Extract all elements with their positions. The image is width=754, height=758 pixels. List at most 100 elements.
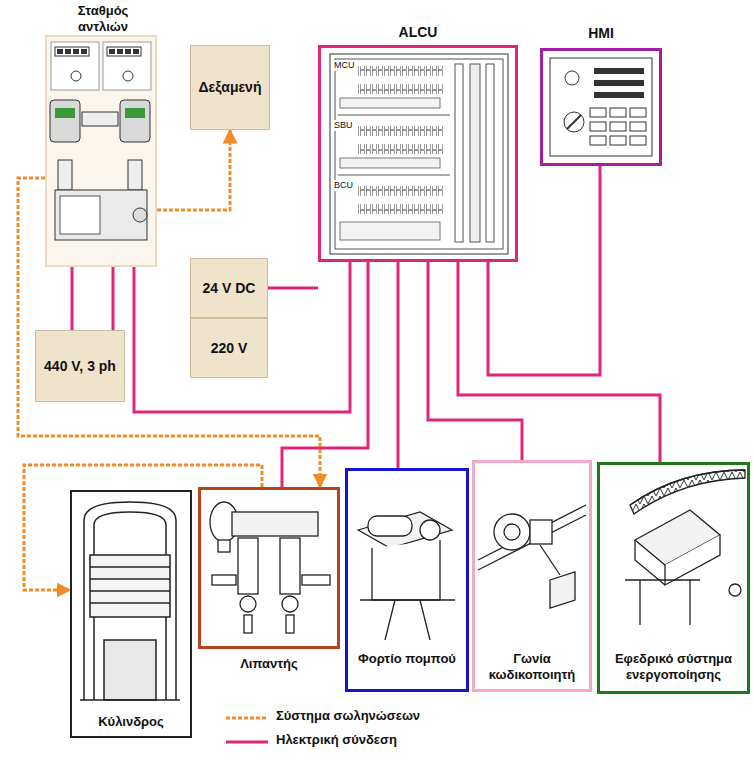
lubricator-drawing [218, 540, 230, 552]
pipe-connector [24, 465, 262, 590]
backup-actuation-drawing [625, 580, 700, 625]
pump-station-drawing [60, 196, 100, 234]
backup-actuation-drawing [635, 540, 665, 585]
electric-connector [458, 262, 660, 462]
encoder-drawing [478, 505, 586, 608]
legend-text: Σύστημα σωληνώσεων [276, 708, 420, 723]
electric-connector [134, 262, 350, 412]
hmi-panel-drawing [630, 108, 646, 117]
node-label: 220 V [195, 340, 263, 357]
power-supply-box: 440 V, 3 ph [35, 330, 125, 402]
encoder-drawing [530, 520, 552, 544]
hmi-panel-drawing [550, 58, 652, 156]
alcu-cabinet-drawing [455, 64, 463, 242]
pump-station-drawing [55, 47, 89, 56]
legend-samples [226, 741, 268, 744]
transmitter-box: Φορτίο πομπού [345, 468, 469, 692]
pump-station-drawing [57, 49, 139, 54]
pump-station-drawing [51, 42, 99, 90]
pump-station-drawing [125, 108, 145, 118]
backup-actuation-drawing [630, 470, 745, 514]
alcu-cabinet-drawing [338, 175, 450, 176]
pump-station-drawing [71, 71, 81, 81]
pump-station-drawing [82, 112, 118, 126]
electric-connector [488, 166, 600, 375]
encoder-drawing [478, 505, 586, 560]
cylinder-drawing [80, 502, 180, 700]
electric-connector [268, 287, 318, 290]
electric-connector [112, 267, 115, 330]
pump-station-drawing [120, 100, 150, 142]
hmi-panel-drawing [550, 58, 652, 156]
pump-station-drawing [133, 49, 139, 54]
lubricator-drawing [282, 596, 298, 612]
hmi-panel-drawing [564, 112, 584, 132]
pipe-connector [157, 130, 230, 210]
alcu-cabinet-drawing [486, 64, 494, 242]
legend-samples [226, 718, 268, 742]
alcu-cabinet-drawing [358, 204, 444, 214]
legend-text: Ηλεκτρική σύνδεση [276, 732, 397, 747]
hmi-panel-drawing [610, 108, 626, 117]
control-unit-box: ALCUMCUSBUBCU [318, 45, 518, 262]
pump-station-drawing [133, 208, 147, 222]
node-heading: Σταθμός αντλιών [63, 3, 143, 34]
alcu-cabinet-drawing [470, 64, 480, 242]
transmitter-drawing [372, 540, 440, 600]
pump-station-drawing [65, 49, 71, 54]
node-label: 440 V, 3 ph [40, 358, 120, 375]
electric-connector [71, 267, 74, 330]
hmi-panel-drawing [594, 92, 644, 98]
backup-actuation-drawing [729, 584, 741, 596]
legend-samples [226, 717, 268, 720]
electric-connector [282, 262, 368, 487]
hmi-panel-drawing [630, 136, 646, 145]
transmitter-drawing [360, 599, 455, 600]
cylinder-drawing [84, 502, 176, 700]
tank-box: Δεξαμενή [190, 45, 270, 130]
alcu-cabinet-drawing [335, 59, 503, 249]
cylinder-drawing [90, 578, 170, 580]
node-label: Φορτίο πομπού [358, 651, 456, 667]
electric-connector [397, 262, 400, 468]
pipe-connector [18, 178, 320, 487]
pump-station-drawing [73, 49, 79, 54]
transmitter-drawing [368, 516, 412, 536]
encoder-drawing [504, 524, 520, 540]
lubricator-drawing [210, 502, 330, 633]
lubricator-drawing [240, 596, 256, 612]
power-supply-box: 220 V [190, 318, 268, 378]
pump-station-drawing [123, 71, 133, 81]
alcu-cabinet-drawing [338, 115, 450, 116]
part-label: BCU [332, 180, 355, 191]
lubricator-drawing [280, 538, 300, 594]
hmi-box: HMI [540, 48, 662, 166]
backup-actuation-drawing [630, 470, 745, 505]
pump-station-drawing [103, 42, 151, 90]
encoder-drawing [494, 514, 530, 550]
node-heading: HMI [576, 25, 626, 42]
alcu-cabinet-drawing [358, 126, 444, 136]
alcu-cabinet-drawing [330, 54, 508, 254]
alcu-cabinet-drawing [340, 98, 440, 108]
hmi-panel-drawing [610, 136, 626, 145]
transmitter-drawing [358, 512, 455, 640]
part-label: SBU [332, 120, 355, 131]
pump-station-drawing [128, 160, 142, 190]
encoder-drawing [550, 572, 575, 608]
alcu-cabinet-drawing [340, 158, 440, 168]
hmi-panel-drawing [594, 80, 644, 86]
hmi-panel-drawing [567, 115, 581, 129]
cylinder-drawing [90, 555, 170, 617]
lubricator-box: Λιπαντής [198, 487, 340, 649]
pump-station-drawing [58, 160, 72, 190]
pump-station-drawing [50, 100, 80, 142]
electric-connector [428, 262, 522, 460]
node-label: Δεξαμενή [195, 79, 265, 96]
backup-actuation-drawing [665, 535, 720, 585]
node-label: Γωνία κωδικοποιητή [479, 651, 585, 682]
cylinder-box: Κύλινδρος [70, 490, 192, 738]
lubricator-drawing [212, 575, 236, 585]
